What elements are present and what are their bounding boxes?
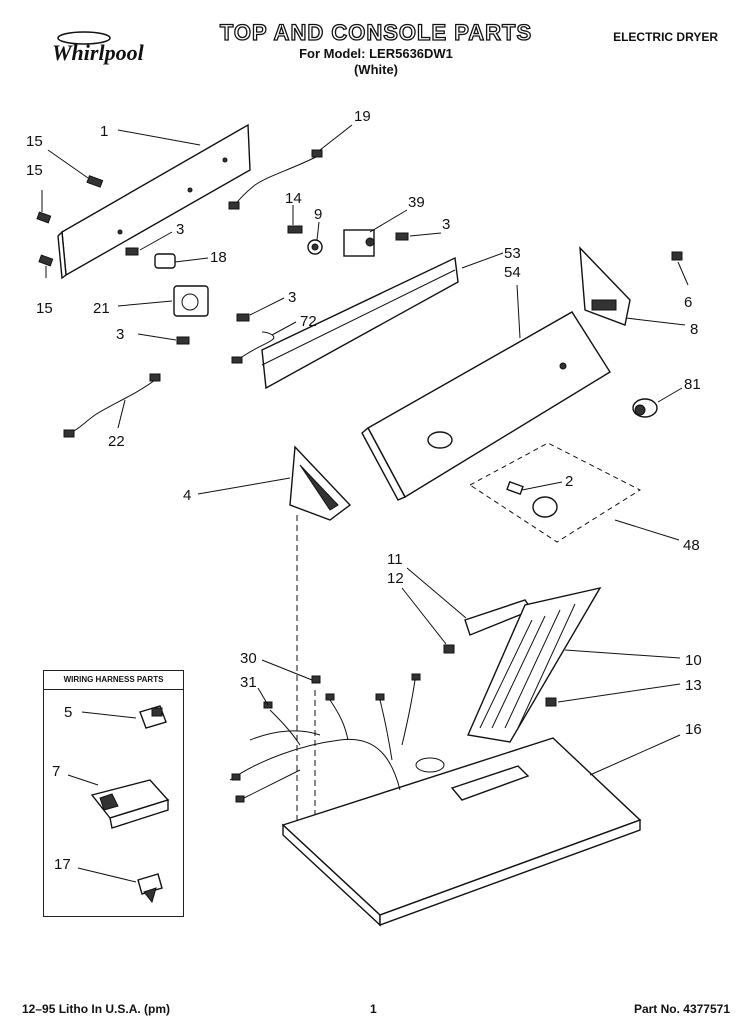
callout-3: 3 [288, 289, 296, 306]
part-number: Part No. 4377571 [633, 1002, 730, 1016]
dashed-area-48 [469, 442, 642, 543]
screw-3-b [236, 313, 250, 322]
callout-31: 31 [240, 674, 257, 691]
screw-3-a [125, 247, 139, 256]
callout-labels: 1 15 15 15 19 3 18 21 3 3 72 22 14 9 39 … [26, 108, 702, 873]
exploded-parts-diagram: 1 15 15 15 19 3 18 21 3 3 72 22 14 9 39 … [26, 108, 702, 927]
callout-15: 15 [26, 162, 43, 179]
model-number: For Model: LER5636DW1 [299, 46, 453, 61]
part-12 [443, 644, 455, 654]
knob-81-part [632, 398, 658, 418]
inset-title: WIRING HARNESS PARTS [44, 671, 183, 690]
callout-3: 3 [116, 326, 124, 343]
callout-39: 39 [408, 194, 425, 211]
callout-22: 22 [108, 433, 125, 450]
callout-30: 30 [240, 650, 257, 667]
console-bracket-part [261, 256, 459, 390]
callout-2: 2 [565, 473, 573, 490]
callout-11: 11 [387, 551, 403, 568]
callout-14: 14 [285, 190, 302, 207]
brand-name: Whirlpool [52, 40, 144, 65]
callout-53: 53 [504, 245, 521, 262]
screw-13 [545, 697, 557, 707]
clip-30 [311, 675, 321, 684]
console-54-part [361, 311, 611, 501]
switch-39-part [343, 229, 375, 257]
callout-19: 19 [354, 108, 371, 125]
end-cap-8-part [579, 246, 631, 326]
wire-19-part [228, 149, 323, 210]
callout-48: 48 [683, 537, 700, 554]
inset-clip-17 [137, 873, 163, 904]
callout-15: 15 [26, 133, 43, 150]
callout-13: 13 [685, 677, 702, 694]
leader-lines [41, 124, 689, 883]
model-color: (White) [353, 62, 399, 77]
harness-72-part [231, 331, 275, 364]
callout-8: 8 [690, 321, 698, 338]
end-cap-4-part [289, 445, 352, 521]
wiring-harness-inset: WIRING HARNESS PARTS [43, 670, 184, 917]
callout-7: 7 [52, 763, 60, 780]
timer-21-part [173, 285, 209, 317]
logo-swoosh-icon [57, 31, 111, 45]
screw-15-a [86, 175, 104, 188]
page-number: 1 [370, 1002, 377, 1016]
callout-21: 21 [93, 300, 110, 317]
screw-3-d [395, 232, 409, 241]
callout-18: 18 [210, 249, 227, 266]
callout-17: 17 [54, 856, 71, 873]
callout-6: 6 [684, 294, 692, 311]
screw-14 [287, 225, 303, 234]
screw-6 [671, 251, 683, 261]
top-panel-16-part [281, 737, 642, 927]
part-9 [307, 239, 323, 255]
footer-litho: 12–95 Litho In U.S.A. (pm) [22, 1002, 171, 1016]
screw-15-c [38, 254, 54, 267]
inset-connector-5 [139, 705, 167, 729]
callout-5: 5 [64, 704, 72, 721]
wiring-harness-31-part [229, 673, 421, 803]
callout-9: 9 [314, 206, 322, 223]
product-type: ELECTRIC DRYER [613, 30, 718, 44]
page-title: TOP AND CONSOLE PARTS [219, 19, 533, 45]
callout-15: 15 [36, 300, 53, 317]
callout-12: 12 [387, 570, 404, 587]
lint-screen-10-part [466, 586, 602, 743]
callout-1: 1 [100, 123, 108, 140]
wire-22-part [63, 373, 161, 438]
control-panel-part [57, 123, 251, 280]
knob-2-part [506, 480, 558, 518]
callout-54: 54 [504, 264, 521, 281]
inset-connector-7 [90, 779, 170, 829]
callout-3: 3 [176, 221, 184, 238]
screw-15-b [36, 211, 52, 224]
part-18 [154, 253, 176, 269]
screw-3-c [176, 336, 190, 345]
whirlpool-logo: Whirlpool [44, 28, 166, 68]
callout-10: 10 [685, 652, 702, 669]
callout-3: 3 [442, 216, 450, 233]
callout-16: 16 [685, 721, 702, 738]
callout-4: 4 [183, 487, 191, 504]
callout-81: 81 [684, 376, 701, 393]
callout-72: 72 [300, 313, 317, 330]
